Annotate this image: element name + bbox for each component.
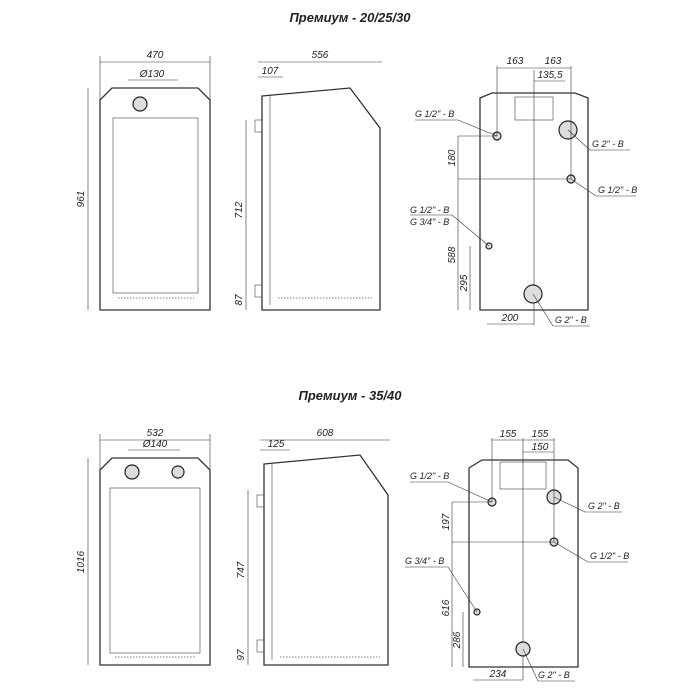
dim-depth: 608 (317, 428, 334, 439)
dim-h2: 87 (234, 294, 245, 306)
dim-v2: 588 (447, 246, 458, 263)
label-low-left-a: G 1/2" - B (410, 205, 449, 215)
dim-v1: 197 (441, 513, 452, 530)
label-mid-right: G 1/2" - B (598, 185, 637, 195)
pipe-outlet (171, 465, 185, 479)
side-view: 556 107 712 87 (234, 50, 382, 311)
front-view: 470 Ø130 961 (76, 50, 211, 311)
set-title: Премиум - 35/40 (298, 388, 402, 403)
side-view: 608 125 747 97 (236, 428, 390, 666)
dim-d3: 150 (532, 442, 549, 453)
dim-h2: 97 (236, 649, 247, 661)
dim-width: 470 (147, 50, 164, 61)
label-top-right: G 2" - B (592, 139, 624, 149)
dim-v1: 180 (447, 149, 458, 166)
label-bottom: G 2" - B (555, 315, 587, 325)
dim-v2: 616 (441, 599, 452, 616)
label-mid-right: G 1/2" - B (590, 551, 629, 561)
dim-v3: 295 (459, 274, 470, 292)
set-title: Премиум - 20/25/30 (289, 10, 411, 25)
dim-b1: 200 (501, 313, 519, 324)
back-view: 155 155 150 197 616 286 234 G 1/2" - B G… (405, 429, 629, 682)
back-view: 163 163 135,5 180 588 295 200 G 1/2" - B… (410, 56, 637, 327)
dim-h1: 747 (236, 561, 247, 578)
dim-h1: 712 (234, 201, 245, 218)
label-low-left-b: G 3/4" - B (410, 217, 449, 227)
dim-b1: 234 (489, 669, 507, 680)
label-top-left: G 1/2" - B (415, 109, 454, 119)
dim-height: 1016 (76, 550, 87, 573)
dim-offset: 107 (262, 66, 279, 77)
dim-v3: 286 (452, 631, 463, 649)
dim-d2: 155 (532, 429, 549, 440)
dim-depth: 556 (312, 50, 329, 61)
label-top-right: G 2" - B (588, 501, 620, 511)
dim-d3: 135,5 (537, 70, 562, 81)
dim-d2: 163 (545, 56, 562, 67)
dim-offset: 125 (268, 439, 285, 450)
set-premium-35-40: Премиум - 35/40 532 Ø140 1016 608 125 74… (76, 388, 629, 682)
dim-chimney: Ø140 (142, 439, 168, 450)
label-bottom: G 2" - B (538, 670, 570, 680)
dim-width: 532 (147, 428, 164, 439)
label-top-left: G 1/2" - B (410, 471, 449, 481)
chimney-outlet (132, 96, 148, 112)
dim-height: 961 (76, 191, 87, 208)
dim-d1: 163 (507, 56, 524, 67)
dim-d1: 155 (500, 429, 517, 440)
label-low-left: G 3/4" - B (405, 556, 444, 566)
set-premium-20-25-30: Премиум - 20/25/30 470 Ø130 961 556 107 … (76, 10, 637, 327)
front-view: 532 Ø140 1016 (76, 428, 211, 666)
dim-chimney: Ø130 (139, 69, 165, 80)
chimney-outlet (124, 464, 140, 480)
